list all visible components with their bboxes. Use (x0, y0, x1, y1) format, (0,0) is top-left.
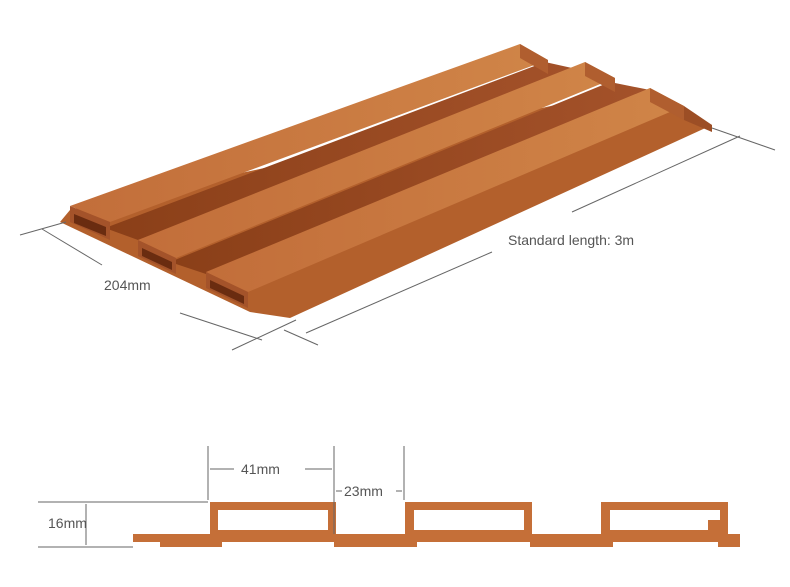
panel-rib-top (206, 88, 684, 292)
rib-width-label: 41mm (241, 461, 280, 477)
dimension-lines-profile (38, 446, 405, 548)
dimension-lines-3d (19, 127, 776, 351)
hollow-opening (142, 248, 172, 270)
gap-label: 23mm (344, 483, 383, 499)
cross-section-profile (133, 502, 740, 547)
thickness-label: 16mm (48, 515, 87, 531)
width-label: 204mm (104, 277, 151, 293)
panel-rib-side (585, 62, 615, 92)
width-dim-line (41, 228, 103, 266)
panel-rib-top (138, 62, 615, 258)
panel-rib-side (520, 44, 548, 74)
panel-flange (684, 106, 712, 132)
length-ext-line (711, 127, 776, 151)
wall-panel-3d-view (60, 44, 712, 318)
hollow-opening (210, 280, 244, 304)
panel-groove (170, 82, 650, 274)
length-dim-line (305, 251, 493, 334)
length-dim-line (571, 135, 741, 213)
length-ext-line (283, 329, 319, 346)
width-ext-line-left (19, 221, 67, 236)
profile-shape (133, 502, 740, 547)
width-ext-line-right (231, 319, 297, 351)
length-label: Standard length: 3m (508, 232, 634, 248)
panel-rib-top (70, 44, 548, 222)
width-dim-line (179, 312, 263, 341)
panel-rib-side (650, 88, 684, 120)
hollow-opening (74, 214, 106, 236)
panel-groove (105, 62, 590, 240)
